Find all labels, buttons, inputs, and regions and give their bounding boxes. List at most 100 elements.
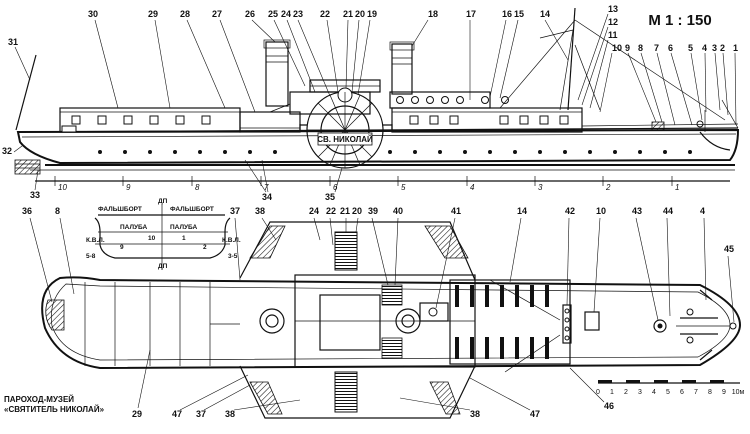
scale-label-4: 4 (652, 389, 656, 396)
station-label-10: 10 (58, 183, 67, 192)
plan-callout-4: 4 (700, 206, 705, 216)
callout-25: 25 (268, 9, 278, 19)
scale-label-1: 1 (610, 389, 614, 396)
callout-8: 8 (638, 43, 643, 53)
station-label-4: 4 (470, 183, 475, 192)
callout-22: 22 (320, 9, 330, 19)
scale-label-9: 9 (722, 389, 726, 396)
scale-label-2: 2 (624, 389, 628, 396)
section-num-9: 9 (120, 244, 124, 251)
caption-line-2: «СВЯТИТЕЛЬ НИКОЛАЙ» (4, 405, 105, 414)
callout-27: 27 (212, 9, 222, 19)
sponson-starboard (239, 365, 476, 419)
stern-gear (14, 159, 41, 175)
aft-flagstaff (15, 54, 37, 131)
plan-callout-20: 20 (352, 206, 362, 216)
callout-17: 17 (466, 9, 476, 19)
callout-7: 7 (654, 43, 659, 53)
forward-deckhouse (391, 107, 583, 133)
callout-23: 23 (293, 9, 303, 19)
section-kvl-right: К.В.Л. (222, 237, 241, 244)
plan-callout-10: 10 (596, 206, 606, 216)
scale-label-8: 8 (708, 389, 712, 396)
plan-callout-38-top: 38 (255, 206, 265, 216)
plan-callout-45: 45 (724, 244, 734, 254)
plan-callout-41: 41 (451, 206, 461, 216)
plan-callout-47-right: 47 (530, 409, 540, 419)
section-falshbort-right: ФАЛЬШБОРТ (170, 206, 214, 213)
plan-callout-14: 14 (517, 206, 527, 216)
callout-1: 1 (733, 43, 738, 53)
callout-26: 26 (245, 9, 255, 19)
callout-21: 21 (343, 9, 353, 19)
callout-2: 2 (720, 43, 725, 53)
scale-label-3: 3 (638, 389, 642, 396)
callout-35: 35 (325, 192, 335, 202)
station-marks: 10 9 8 7 6 5 4 3 2 1 (54, 176, 679, 192)
caption-line-1: ПАРОХОД-МУЗЕЙ (4, 395, 74, 404)
callout-4: 4 (702, 43, 707, 53)
aft-deckhouse-windows (71, 115, 211, 125)
plan-callout-37-bottom: 37 (196, 409, 206, 419)
paddle-spokes (307, 92, 383, 168)
stern-grating (45, 299, 65, 331)
plan-callouts: 36 8 37 38 24 22 21 20 39 40 41 14 42 10… (22, 206, 735, 419)
plan-callout-40: 40 (393, 206, 403, 216)
station-label-5: 5 (401, 183, 406, 192)
callout-6: 6 (668, 43, 673, 53)
plan-callout-44: 44 (663, 206, 673, 216)
callout-33: 33 (30, 190, 40, 200)
station-label-3: 3 (538, 183, 543, 192)
paddle-grating-port (334, 231, 358, 271)
callout-5: 5 (688, 43, 693, 53)
station-label-1: 1 (675, 183, 679, 192)
callout-14: 14 (540, 9, 550, 19)
callout-19: 19 (367, 9, 377, 19)
callout-32: 32 (2, 146, 12, 156)
plan-callout-42: 42 (565, 206, 575, 216)
callout-11: 11 (608, 30, 618, 40)
station-label-6: 6 (333, 183, 338, 192)
callout-10: 10 (612, 43, 622, 53)
callout-28: 28 (180, 9, 190, 19)
callout-18: 18 (428, 9, 438, 19)
plan-callout-29: 29 (132, 409, 142, 419)
paddle-grating-starboard (334, 371, 358, 413)
scale-label-5: 5 (666, 389, 670, 396)
foremast (567, 7, 576, 111)
section-paluba-right: ПАЛУБА (170, 224, 197, 231)
scale-label-10m: 10м (732, 389, 745, 396)
deck-plan (41, 221, 742, 419)
section-num-10: 10 (148, 235, 156, 242)
midship-section: ДП ДП ФАЛЬШБОРТ ФАЛЬШБОРТ ПАЛУБА ПАЛУБА … (86, 198, 241, 270)
side-callouts: 30 29 28 27 26 25 24 23 22 21 20 19 18 1… (2, 4, 738, 202)
section-kvl-left: К.В.Л. (86, 237, 105, 244)
rear-funnel-plan (259, 308, 285, 334)
hull-outline (16, 128, 740, 165)
section-ref-left: 5-8 (86, 253, 96, 260)
side-elevation: 10 9 8 7 6 5 4 3 2 1 (14, 7, 740, 192)
plan-callout-24: 24 (309, 206, 319, 216)
section-paluba-left: ПАЛУБА (120, 224, 147, 231)
scale-label-6: 6 (680, 389, 684, 396)
section-ref-right: 3-5 (228, 253, 238, 260)
forestay (574, 19, 726, 121)
paddle-box-name: СВ. НИКОЛАЙ (317, 135, 373, 144)
plan-callout-37-top: 37 (230, 206, 240, 216)
forward-deckhouse-windows (409, 115, 569, 125)
callout-9: 9 (625, 43, 630, 53)
callout-16: 16 (502, 9, 512, 19)
plan-callout-22: 22 (326, 206, 336, 216)
callout-20: 20 (355, 9, 365, 19)
callout-30: 30 (88, 9, 98, 19)
plan-callout-8: 8 (55, 206, 60, 216)
scale-title: М 1 : 150 (648, 12, 711, 29)
section-dp-bottom: ДП (158, 263, 168, 270)
callout-15: 15 (514, 9, 524, 19)
station-label-8: 8 (195, 183, 200, 192)
plan-callout-46: 46 (604, 401, 614, 411)
plan-callout-38-left: 38 (225, 409, 235, 419)
capstan (653, 319, 667, 333)
callout-13: 13 (608, 4, 618, 14)
